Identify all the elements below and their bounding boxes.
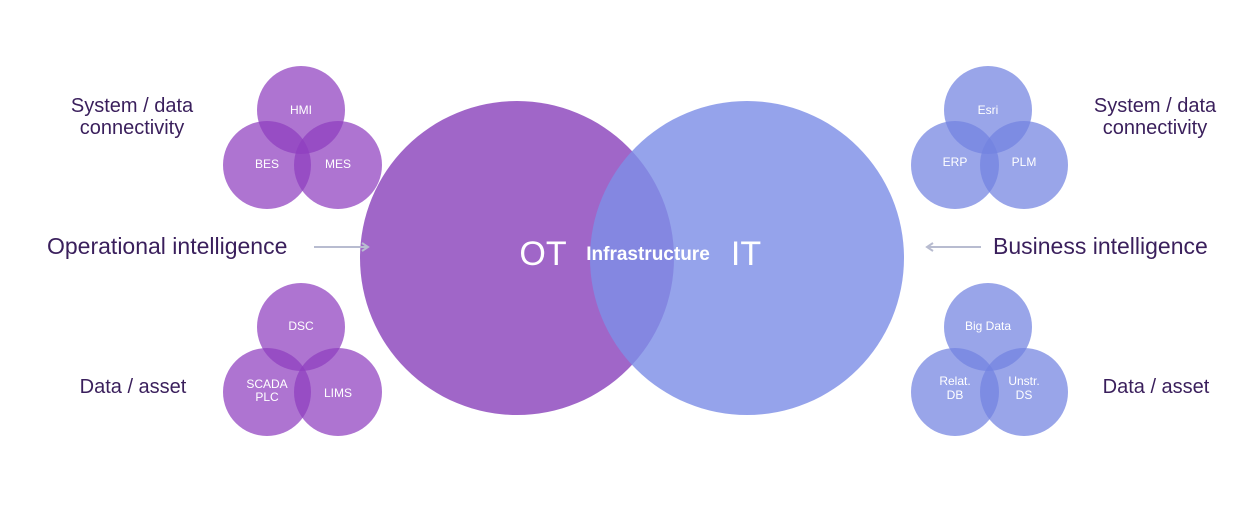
cluster-circle [911, 348, 999, 436]
label-line: connectivity [1102, 117, 1208, 139]
cluster-circle [980, 121, 1068, 209]
infrastructure-label: Infrastructure [586, 244, 710, 265]
cluster-circle [257, 283, 345, 371]
cluster-circle [223, 348, 311, 436]
operational-intelligence-label: Operational intelligence [47, 233, 288, 259]
label-line: System / data [70, 95, 194, 117]
cluster-item-hmi: HMI [290, 103, 312, 117]
right-bottom-label: Data / asset [1102, 376, 1210, 398]
cluster-circle [223, 121, 311, 209]
cluster-item-big-data: Big Data [965, 319, 1011, 333]
cluster-item-esri: Esri [978, 103, 999, 117]
label-line: connectivity [79, 117, 185, 139]
cluster-item-lims: LIMS [324, 386, 352, 400]
cluster-item-plm: PLM [1012, 155, 1037, 169]
left-bottom-label: Data / asset [79, 376, 187, 398]
cluster-item-bes: BES [255, 157, 279, 171]
cluster-circle [911, 121, 999, 209]
right-bottom-cluster: Big Data Relat.DB Unstr.DS [911, 283, 1068, 436]
left-top-label: System / data connectivity [58, 95, 206, 139]
cluster-item-dsc: DSC [288, 319, 314, 333]
cluster-circle [294, 348, 382, 436]
cluster-item-erp: ERP [943, 155, 968, 169]
cluster-item-mes: MES [325, 157, 351, 171]
cluster-circle [944, 283, 1032, 371]
right-top-label: System / data connectivity [1081, 95, 1229, 139]
ot-label: OT [519, 235, 566, 273]
ot-circle [360, 101, 674, 415]
right-top-cluster: Esri ERP PLM [911, 66, 1068, 209]
cluster-circle [980, 348, 1068, 436]
business-intelligence-label: Business intelligence [993, 233, 1208, 259]
right-arrow [925, 242, 981, 252]
center-venn: OT Infrastructure IT [360, 101, 904, 415]
label-line: System / data [1093, 95, 1217, 117]
it-label: IT [731, 235, 761, 273]
cluster-circle [294, 121, 382, 209]
left-arrow [314, 242, 370, 252]
cluster-item-unstr-ds: Unstr.DS [1008, 374, 1039, 402]
cluster-item-relat-db: Relat.DB [939, 374, 970, 402]
it-circle [590, 101, 904, 415]
left-top-cluster: HMI BES MES [223, 66, 382, 209]
